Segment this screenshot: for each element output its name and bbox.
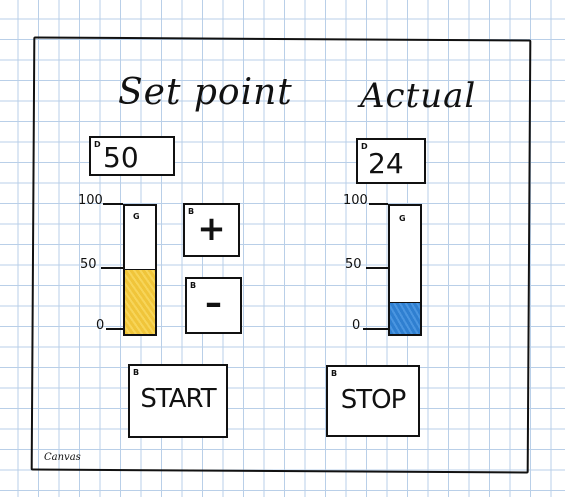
- actual-gauge-tag: G: [399, 214, 406, 223]
- setpoint-scale-mid-tick: [101, 267, 123, 269]
- increase-setpoint-button[interactable]: B +: [183, 203, 240, 257]
- setpoint-gauge-tag: G: [133, 212, 140, 221]
- setpoint-display-tag: D: [94, 140, 101, 149]
- actual-scale-max-tick: [369, 203, 388, 205]
- setpoint-scale-max: 100: [78, 193, 103, 208]
- stop-button-label: STOP: [340, 385, 407, 415]
- decrease-setpoint-button[interactable]: B –: [185, 277, 242, 334]
- actual-scale-min: 0: [352, 318, 361, 333]
- setpoint-gauge-fill: [125, 269, 155, 334]
- start-button[interactable]: B START: [128, 364, 228, 438]
- actual-scale-max: 100: [343, 193, 368, 208]
- setpoint-scale-min-tick: [106, 328, 123, 330]
- actual-display-tag: D: [361, 142, 368, 151]
- actual-title: Actual: [360, 76, 477, 116]
- actual-scale-mid: 50: [345, 257, 362, 272]
- plus-icon: +: [197, 209, 226, 249]
- setpoint-scale-mid: 50: [80, 257, 97, 272]
- stop-button[interactable]: B STOP: [326, 365, 420, 437]
- minus-icon: –: [205, 283, 222, 323]
- actual-display: D 24: [356, 138, 426, 184]
- plus-button-tag: B: [188, 207, 195, 216]
- actual-scale-min-tick: [363, 328, 388, 330]
- minus-button-tag: B: [190, 281, 197, 290]
- actual-gauge: G: [388, 204, 422, 336]
- setpoint-display: D 50: [89, 136, 175, 176]
- setpoint-display-value: 50: [103, 141, 139, 174]
- setpoint-gauge: G: [123, 204, 157, 336]
- actual-gauge-fill: [390, 302, 420, 334]
- start-button-tag: B: [133, 368, 140, 377]
- stop-button-tag: B: [331, 369, 338, 378]
- setpoint-scale-max-tick: [103, 203, 123, 205]
- start-button-label: START: [140, 384, 216, 414]
- setpoint-scale-min: 0: [96, 318, 105, 333]
- actual-display-value: 24: [368, 147, 404, 180]
- setpoint-title: Set point: [118, 72, 293, 113]
- canvas-label: Canvas: [44, 452, 81, 463]
- actual-scale-mid-tick: [366, 267, 388, 269]
